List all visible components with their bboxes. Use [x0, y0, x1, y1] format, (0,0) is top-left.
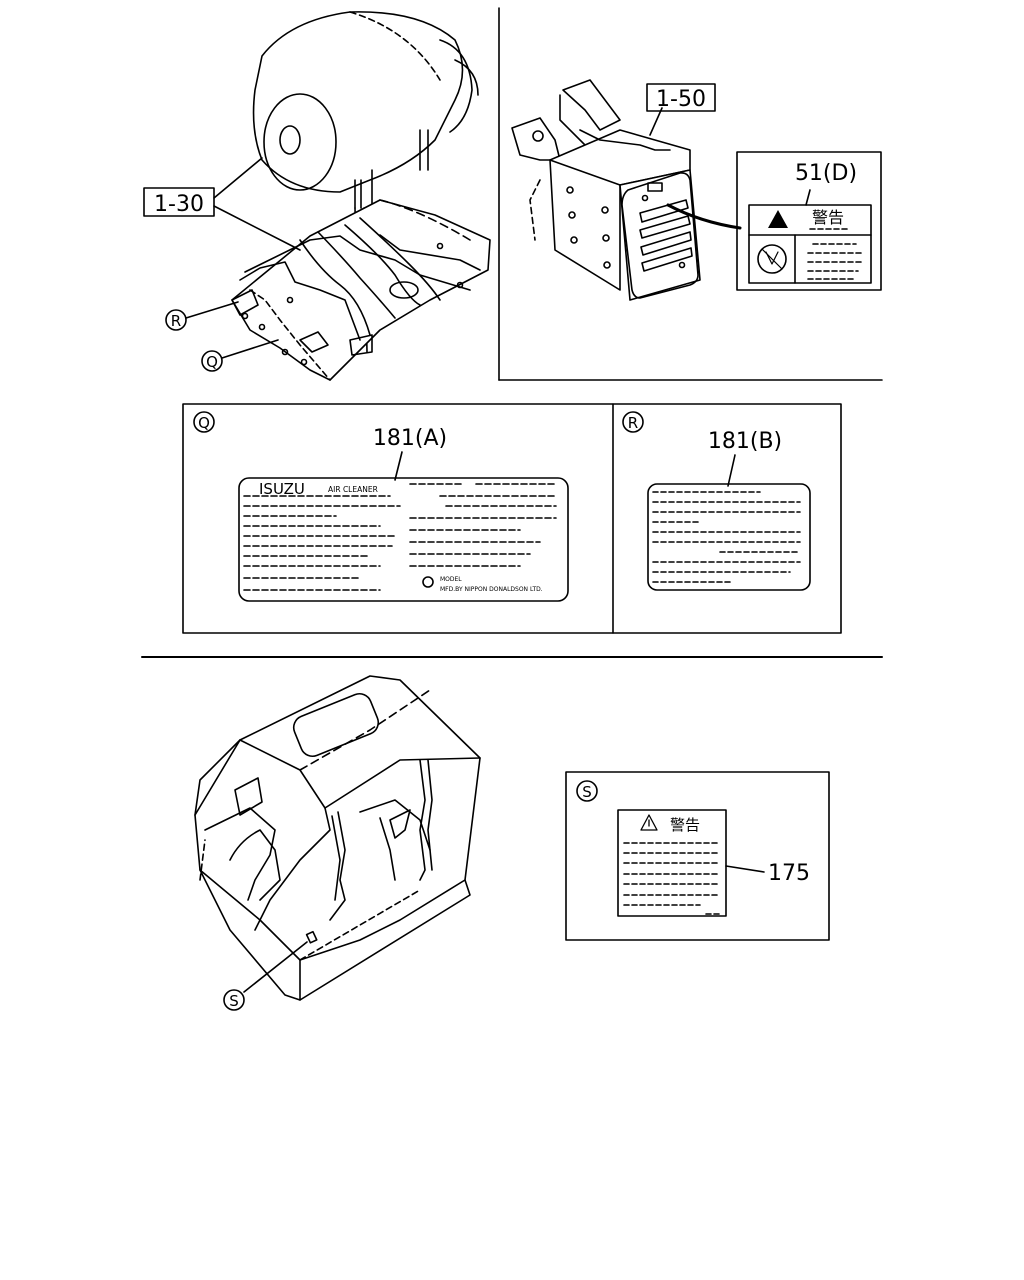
marker-s-circle-panel	[576, 780, 598, 802]
logo-mark-icon	[422, 576, 434, 588]
marker-q-circle-panel	[193, 411, 215, 433]
callout-box-1-50	[646, 83, 716, 112]
marker-q-panel: Q	[198, 414, 210, 432]
callout-175: 175	[768, 861, 810, 886]
callout-box-1-30	[143, 187, 215, 217]
marker-r-circle-top	[165, 309, 187, 331]
marker-q-circle-top	[201, 350, 223, 372]
label-51d-frame	[736, 151, 882, 291]
label-181a-maker: MFD.BY NIPPON DONALDSON LTD.	[440, 586, 543, 593]
no-hand-icon	[757, 244, 787, 274]
label-181a-brand: ISUZU	[259, 480, 305, 498]
cab-illustration	[194, 675, 481, 1001]
label-181b	[647, 454, 811, 591]
label-175-warning-text: 警告	[670, 816, 700, 834]
label-51d	[748, 189, 872, 284]
marker-s-circle-cab	[223, 989, 245, 1011]
callout-181a: 181(A)	[373, 426, 447, 451]
control-unit	[511, 79, 742, 301]
callout-181b: 181(B)	[708, 429, 782, 454]
warning-triangle-icon	[768, 210, 788, 228]
marker-r-circle-panel	[622, 411, 644, 433]
label-175	[617, 809, 765, 917]
label-panel-s	[565, 771, 830, 941]
callout-1-50: 1-50	[656, 87, 706, 112]
label-panel-q-r	[182, 403, 842, 634]
air-cleaner-assembly	[185, 11, 491, 381]
label-181a-model: MODEL	[440, 576, 462, 583]
diagram-text: 1-30 1-50 51(D) 181(A) 181(B) 175 R Q Q …	[154, 87, 857, 1010]
label-51d-warning-text: 警告	[812, 208, 844, 227]
warning-triangle-icon	[640, 814, 658, 831]
label-181a	[238, 451, 569, 602]
marker-r-top: R	[171, 312, 181, 330]
callout-51d: 51(D)	[795, 161, 857, 186]
marker-s-cab: S	[229, 992, 239, 1010]
marker-r-panel: R	[628, 414, 638, 432]
callout-1-30: 1-30	[154, 192, 204, 217]
marker-q-top: Q	[206, 353, 218, 371]
marker-s-panel: S	[582, 783, 592, 801]
label-181a-title: AIR CLEANER	[328, 485, 378, 494]
